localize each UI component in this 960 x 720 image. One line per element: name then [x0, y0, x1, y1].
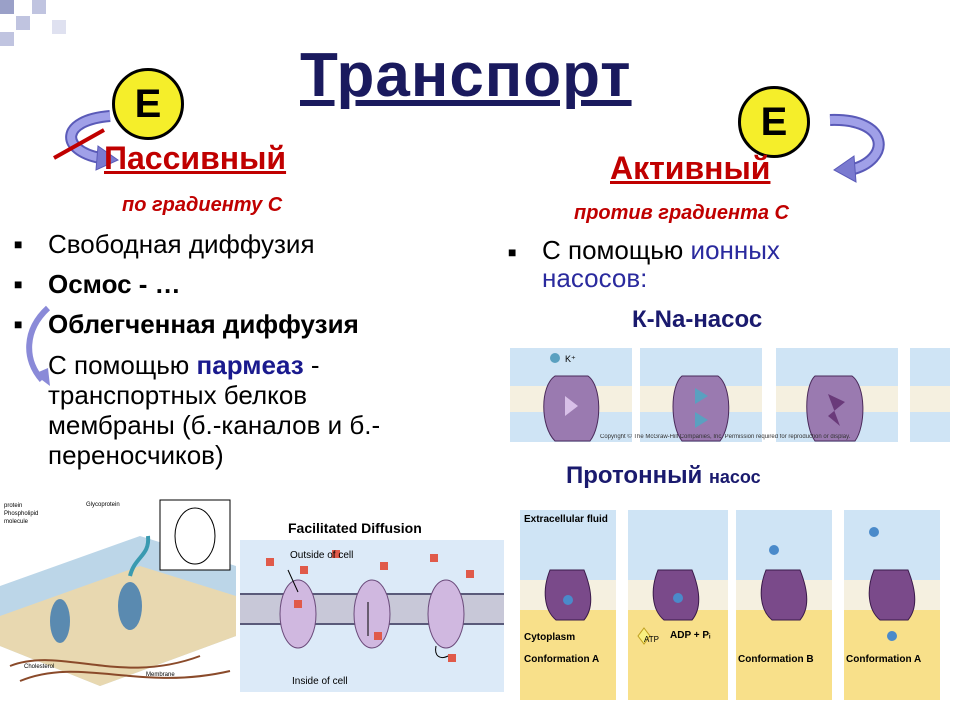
kna-panel-2: [640, 348, 762, 442]
energy-arrow-active-icon: [829, 113, 885, 183]
kna-panel-1: [510, 348, 632, 442]
proton-pump-figure: Extracellular fluid Cytoplasm Conformati…: [520, 510, 940, 700]
facilitated-diffusion-figure: [240, 506, 504, 692]
proton-pump-title: Протонный насос: [566, 462, 761, 489]
passive-heading: Пассивный: [104, 140, 287, 176]
adp-label: ADP + Pᵢ: [670, 630, 711, 641]
kna-pump-figure: K⁺: [510, 346, 950, 446]
membrane-label: Membrane: [146, 672, 175, 678]
extracellular-label: Extracellular fluid: [524, 514, 608, 525]
bullet-icon: ■: [14, 236, 23, 252]
kna-copyright: Copyright © The McGraw-Hill Companies, I…: [600, 434, 851, 440]
proton-panel-1: [520, 510, 616, 700]
membrane-label: protein: [4, 503, 23, 509]
list-item: ■ Свободная диффузия: [14, 229, 315, 259]
active-subheading: против градиента С: [574, 202, 789, 224]
proton-panel-2: [628, 510, 728, 700]
bullet-icon: ■: [508, 244, 517, 260]
list-item: ■ Облегченная диффузия: [14, 309, 359, 339]
bullet-icon: ■: [14, 276, 23, 292]
cytoplasm-label: Cytoplasm: [524, 632, 575, 643]
passive-description: С помощью пармеаз - транспортных белков …: [48, 350, 381, 470]
kna-pump-title: К-Na-насос: [632, 306, 763, 333]
curved-arrow-icon: [26, 305, 51, 386]
passive-bullet-list: ■ Свободная диффузия ■ Осмос - … ■ Облег…: [14, 228, 454, 340]
atp-label: ATP: [644, 635, 659, 644]
outside-cell-label: Outside of cell: [290, 550, 354, 561]
membrane-label: Cholesterol: [24, 664, 55, 670]
ion-label: K⁺: [565, 354, 576, 364]
page-title: Транспорт: [300, 41, 632, 110]
energy-badge-passive: E: [112, 68, 184, 140]
kna-panel-3: [776, 348, 898, 442]
facilitated-title: Facilitated Diffusion: [288, 520, 422, 536]
energy-badge-active: E: [738, 86, 810, 158]
energy-arrow-passive-icon: [53, 110, 120, 171]
proton-panel-3: [736, 510, 832, 700]
membrane-label-list: protein Phospholipid molecule: [4, 502, 64, 526]
membrane-label: Phospholipid molecule: [4, 511, 39, 525]
bullet-icon: ■: [14, 316, 23, 332]
membrane-figure: [0, 496, 236, 692]
membrane-label: Glycoprotein: [86, 502, 120, 508]
conformation-label: Conformation A: [846, 654, 921, 665]
inside-cell-label: Inside of cell: [292, 676, 348, 687]
proton-panel-4: [844, 510, 940, 700]
list-item: ■ Осмос - …: [14, 269, 181, 299]
passive-subheading: по градиенту С: [122, 194, 283, 216]
conformation-label: Conformation B: [738, 654, 814, 665]
conformation-label: Conformation A: [524, 654, 599, 665]
corner-decoration: [0, 0, 66, 46]
active-heading: Активный: [610, 150, 771, 186]
